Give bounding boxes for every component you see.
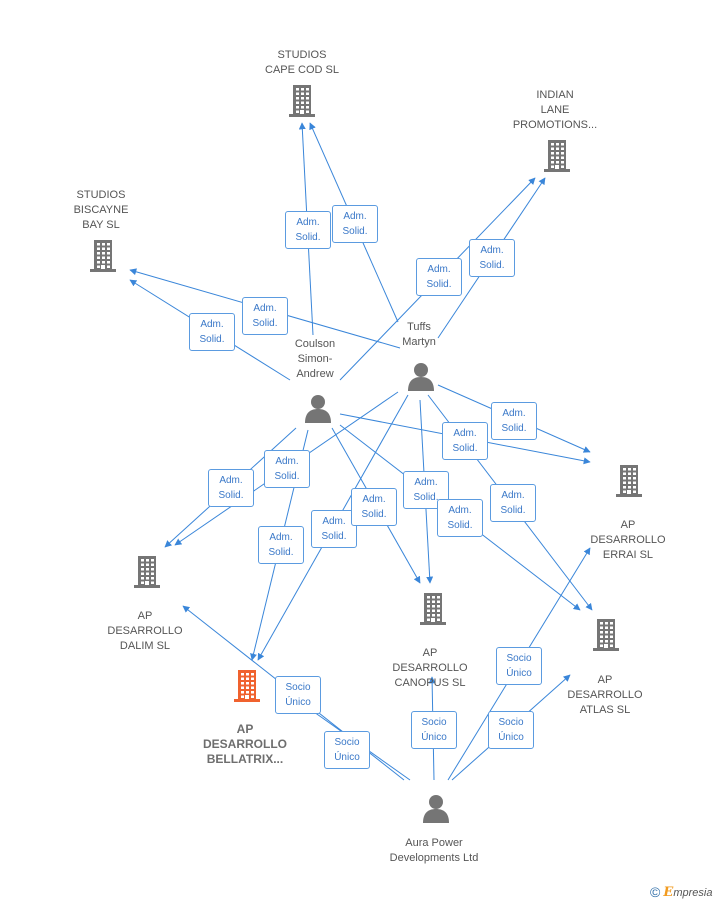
building-icon xyxy=(593,619,619,651)
node-label-atlas[interactable]: AP DESARROLLO ATLAS SL xyxy=(567,674,643,716)
edge-label-coulson-cape_cod[interactable]: Adm. Solid. xyxy=(285,211,331,249)
edge-label-aura-dalim[interactable]: Socio Único xyxy=(275,676,321,714)
node-label-indian_lane[interactable]: INDIAN LANE PROMOTIONS... xyxy=(512,88,598,131)
edge-label-tuffs-indian_lane[interactable]: Adm. Solid. xyxy=(469,239,515,277)
node-label-errai[interactable]: AP DESARROLLO ERRAI SL xyxy=(590,519,666,561)
building-icon xyxy=(616,465,642,497)
edge-label-coulson-canopus[interactable]: Adm. Solid. xyxy=(351,488,397,526)
person-icon xyxy=(423,795,449,823)
building-icon xyxy=(420,593,446,625)
copyright-icon: © xyxy=(650,884,661,900)
node-label-dalim[interactable]: AP DESARROLLO DALIM SL xyxy=(107,610,183,652)
node-label-cape_cod[interactable]: STUDIOS CAPE COD SL xyxy=(265,49,339,76)
edge-label-coulson-indian_lane[interactable]: Adm. Solid. xyxy=(416,258,462,296)
footer-brand: © Empresia xyxy=(650,884,712,900)
building-icon xyxy=(289,85,315,117)
edge-label-coulson-biscayne[interactable]: Adm. Solid. xyxy=(189,313,235,351)
node-label-canopus[interactable]: AP DESARROLLO CANOPUS SL xyxy=(392,647,468,689)
edge-label-tuffs-errai[interactable]: Adm. Solid. xyxy=(491,402,537,440)
building-icon xyxy=(90,240,116,272)
building-icon xyxy=(544,140,570,172)
edge-label-tuffs-atlas[interactable]: Adm. Solid. xyxy=(490,484,536,522)
brand-name: mpresia xyxy=(673,887,713,899)
node-label-biscayne[interactable]: STUDIOS BISCAYNE BAY SL xyxy=(73,188,129,231)
edge-label-tuffs-bellatrix[interactable]: Adm. Solid. xyxy=(311,510,357,548)
node-label-bellatrix[interactable]: AP DESARROLLO BELLATRIX... xyxy=(203,722,287,766)
node-label-aura[interactable]: Aura Power Developments Ltd xyxy=(389,837,479,864)
node-label-coulson[interactable]: Coulson Simon- Andrew xyxy=(294,337,336,380)
person-icon xyxy=(305,395,331,423)
edge-label-tuffs-canopus[interactable]: Adm. Solid. xyxy=(403,471,449,509)
edge-label-coulson-dalim[interactable]: Adm. Solid. xyxy=(208,469,254,507)
edge-label-coulson-bellatrix[interactable]: Adm. Solid. xyxy=(258,526,304,564)
edge-label-aura-atlas[interactable]: Socio Único xyxy=(488,711,534,749)
edge-label-aura-canopus[interactable]: Socio Único xyxy=(411,711,457,749)
edge-label-tuffs-biscayne[interactable]: Adm. Solid. xyxy=(242,297,288,335)
node-label-tuffs[interactable]: Tuffs Martyn xyxy=(402,321,436,348)
person-icon xyxy=(408,363,434,391)
building-icon xyxy=(234,670,260,702)
edge-label-tuffs-cape_cod[interactable]: Adm. Solid. xyxy=(332,205,378,243)
edge-label-aura-bellatrix[interactable]: Socio Único xyxy=(324,731,370,769)
edge-label-coulson-errai[interactable]: Adm. Solid. xyxy=(442,422,488,460)
edge-label-coulson-atlas[interactable]: Adm. Solid. xyxy=(437,499,483,537)
edge-label-tuffs-dalim[interactable]: Adm. Solid. xyxy=(264,450,310,488)
building-icon xyxy=(134,556,160,588)
edge-label-aura-errai[interactable]: Socio Único xyxy=(496,647,542,685)
brand-initial: E xyxy=(663,885,674,900)
